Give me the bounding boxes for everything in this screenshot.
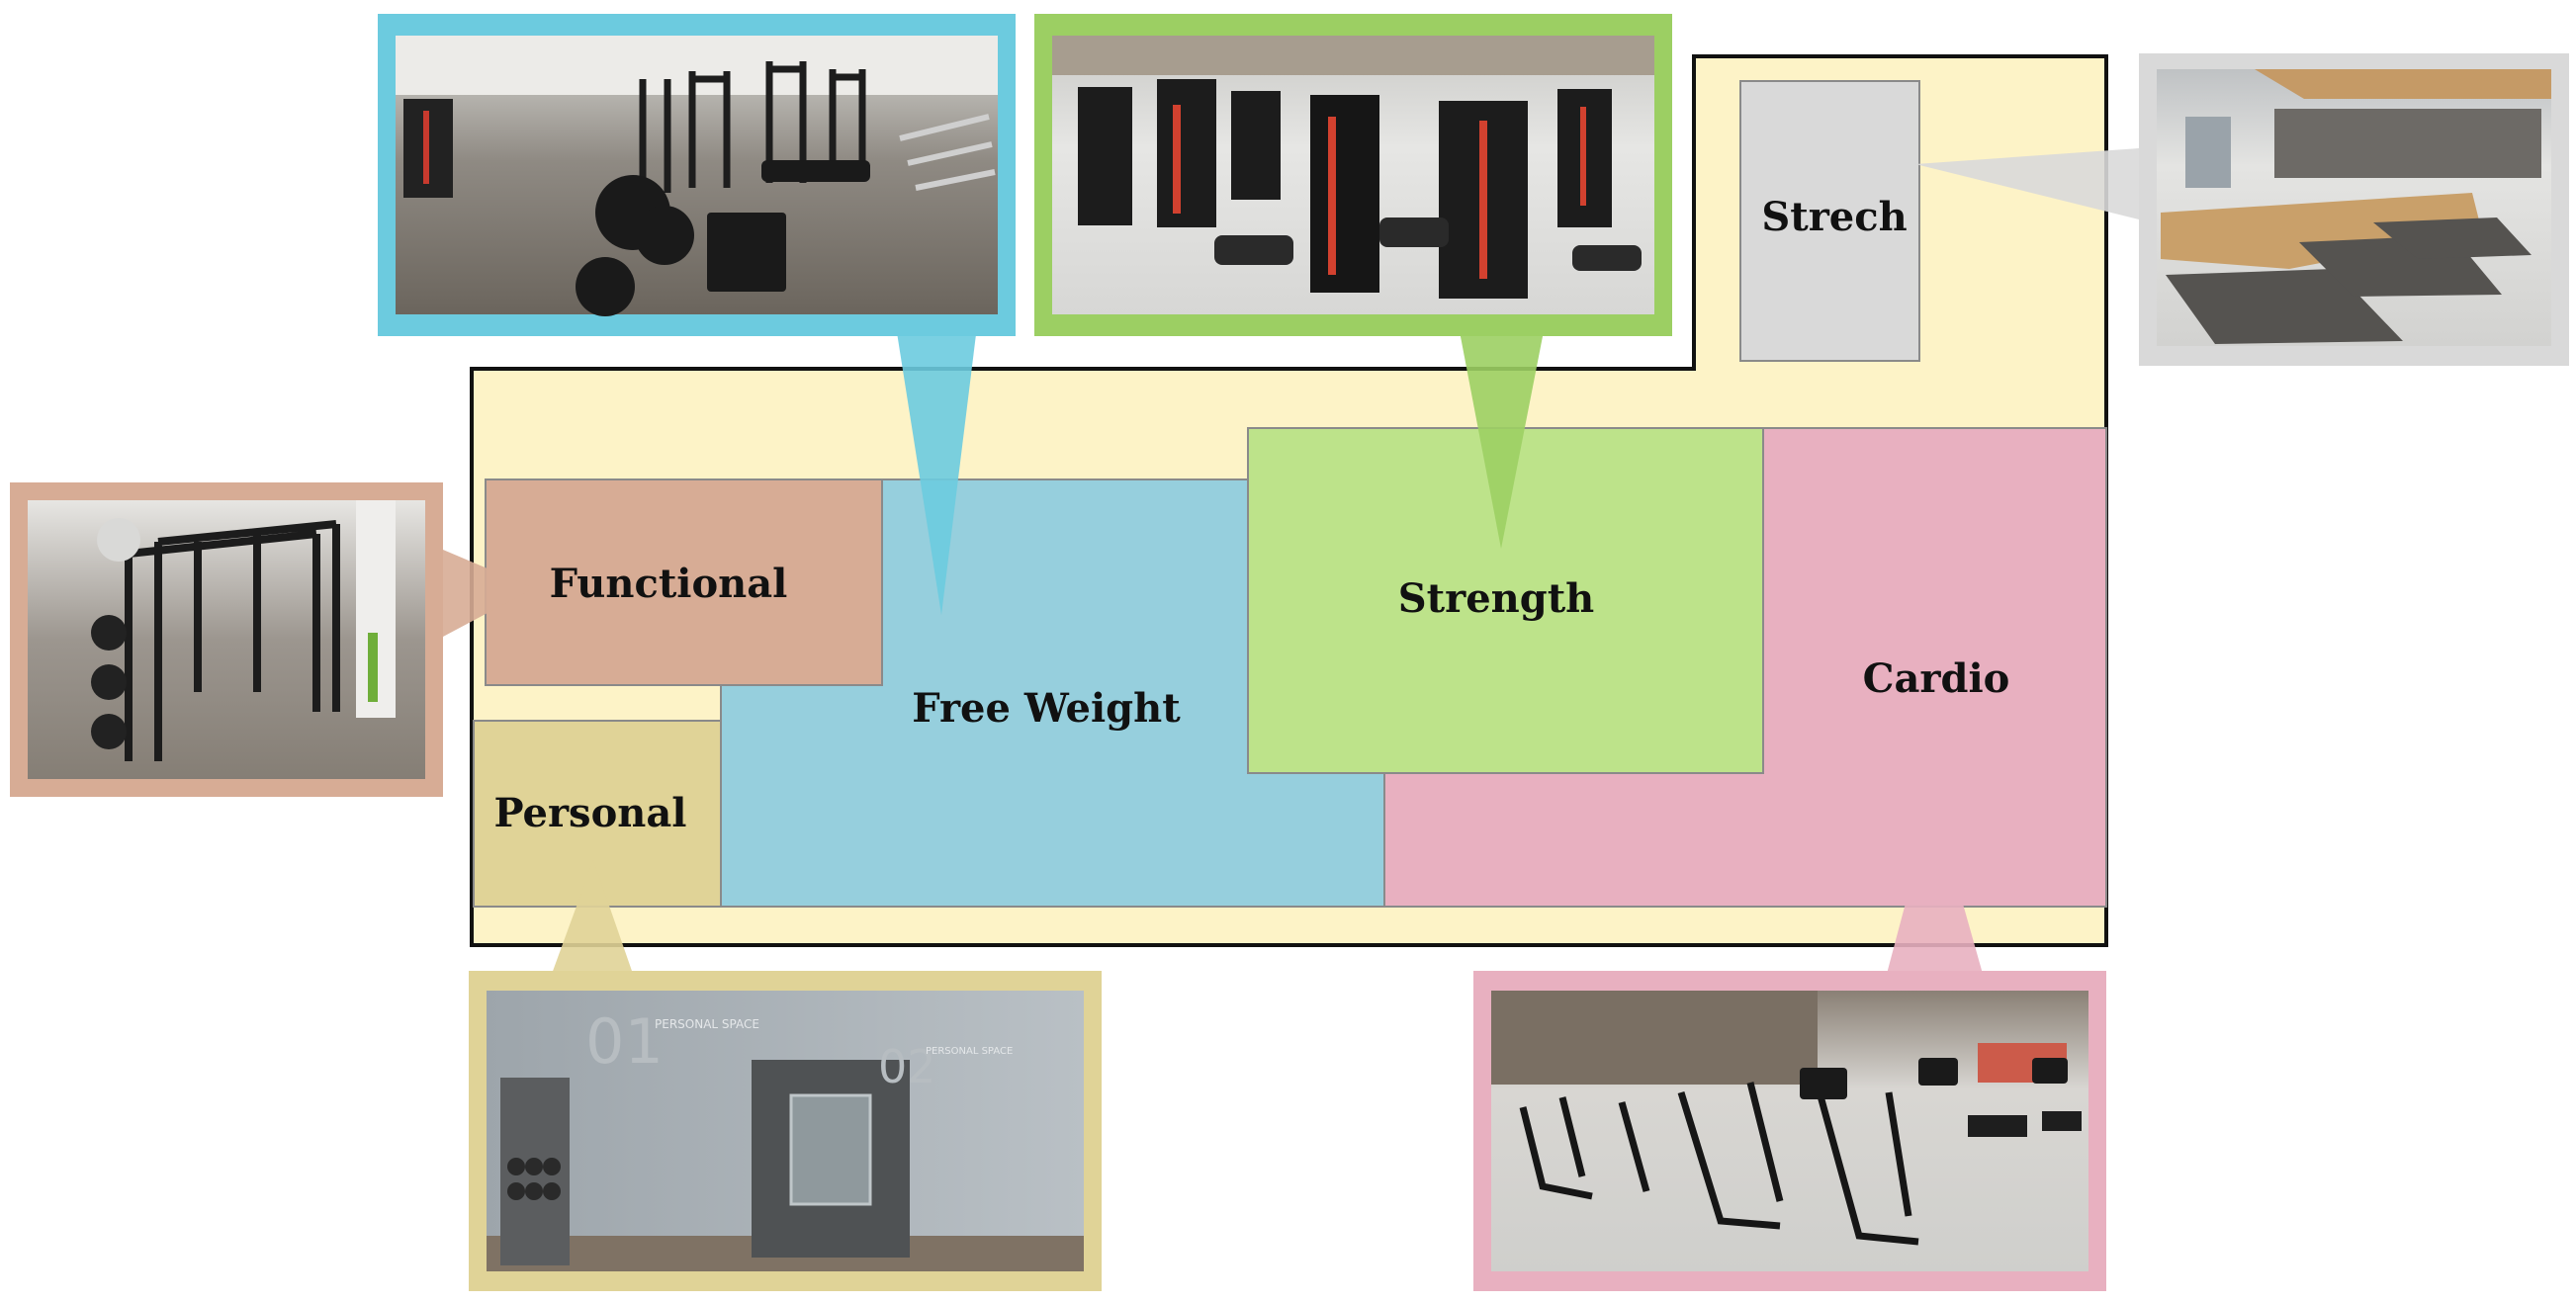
photo-free-weight bbox=[378, 14, 1016, 336]
floor-plan bbox=[470, 54, 2108, 947]
photo-cardio bbox=[1473, 971, 2106, 1291]
photo-strength bbox=[1034, 14, 1672, 336]
label-personal: Personal bbox=[494, 790, 687, 836]
pointer-personal bbox=[552, 860, 633, 974]
functional-rig-icon bbox=[125, 520, 340, 761]
label-strech: Strech bbox=[1761, 194, 1907, 240]
personal-dumbbell-icon bbox=[507, 1158, 561, 1200]
personal-room-01-caption: PERSONAL SPACE bbox=[655, 1017, 759, 1031]
personal-room-02-number: 02 bbox=[878, 1040, 936, 1093]
pointer-strech bbox=[1915, 148, 2139, 219]
zone-labels: Functional Free Weight Strength Strech P… bbox=[494, 194, 2010, 836]
photo-functional bbox=[10, 482, 443, 797]
free-weight-ceiling bbox=[396, 36, 998, 95]
label-free-weight: Free Weight bbox=[912, 685, 1181, 732]
callout-pointers bbox=[443, 148, 2139, 974]
cardio-console-icon bbox=[1800, 1058, 2068, 1099]
pointer-free-weight bbox=[896, 326, 977, 615]
cardio-window-wall bbox=[1491, 991, 1818, 1085]
strech-wood-bench bbox=[2161, 193, 2482, 269]
personal-room-01-number: 01 bbox=[585, 1005, 664, 1078]
pointer-strength bbox=[1459, 326, 1545, 549]
strength-seat-icon bbox=[1214, 217, 1642, 271]
pointer-cardio bbox=[1887, 799, 1983, 974]
exercise-bike-icon bbox=[1519, 1082, 1919, 1246]
label-strength: Strength bbox=[1398, 575, 1595, 622]
stretch-mat-icon bbox=[2166, 217, 2532, 344]
medicine-ball-icon bbox=[97, 518, 140, 562]
label-functional: Functional bbox=[550, 561, 788, 607]
squat-rack-icon bbox=[639, 61, 866, 193]
functional-green-band bbox=[368, 633, 378, 702]
zone-strech bbox=[1739, 80, 1920, 362]
weight-plate-icon bbox=[576, 160, 870, 316]
label-cardio: Cardio bbox=[1863, 655, 2010, 702]
strech-door bbox=[2185, 117, 2231, 188]
personal-room-02-caption: PERSONAL SPACE bbox=[926, 1046, 1013, 1057]
strech-wood-ceiling bbox=[2255, 69, 2551, 99]
strength-windows bbox=[1052, 36, 1654, 75]
dumbbell-rack-icon bbox=[899, 114, 996, 191]
treadmill-icon bbox=[1968, 1111, 2082, 1137]
pointer-functional bbox=[443, 550, 534, 637]
personal-glass-panel bbox=[789, 1093, 872, 1206]
strech-window-wall bbox=[2274, 109, 2541, 178]
photo-personal: 01 PERSONAL SPACE 02 PERSONAL SPACE bbox=[469, 971, 1102, 1291]
functional-equipment-icon bbox=[91, 615, 127, 749]
photo-strech bbox=[2139, 53, 2569, 366]
strength-machine-icon bbox=[1078, 79, 1612, 299]
equipment-red-accent bbox=[423, 111, 429, 184]
